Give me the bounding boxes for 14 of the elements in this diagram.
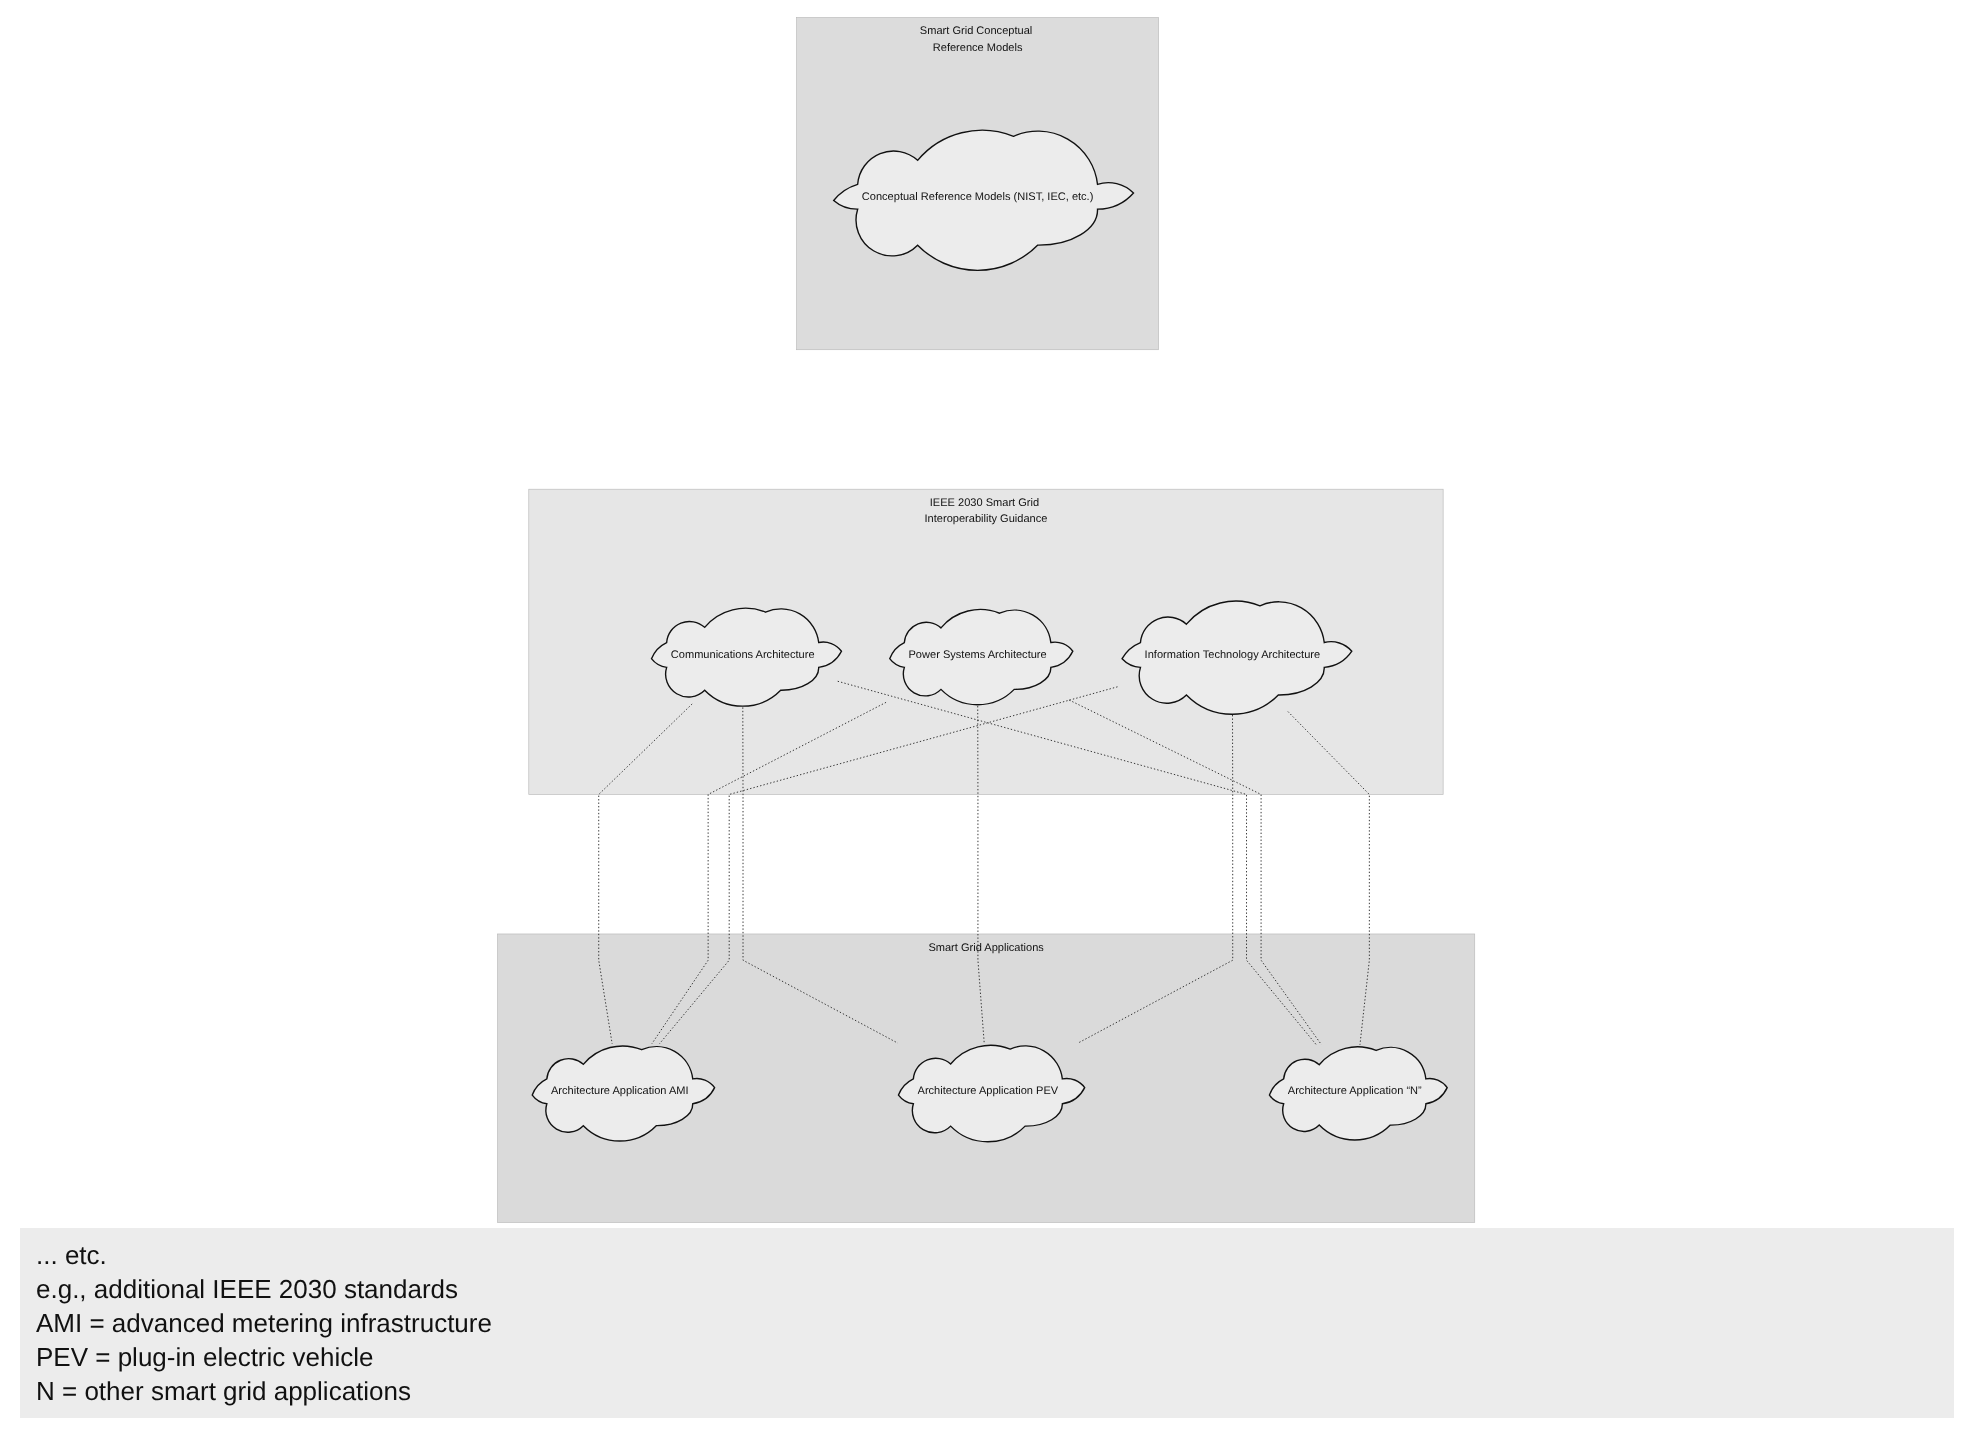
note-text: N = other smart grid applications — [36, 1376, 414, 1406]
note-text: PEV = plug-in electric vehicle — [36, 1342, 376, 1372]
connector — [652, 701, 888, 1045]
connector — [978, 702, 986, 1044]
connector — [743, 703, 900, 1044]
connector — [1078, 711, 1235, 1044]
connector — [838, 680, 1318, 1046]
connector — [1069, 699, 1323, 1046]
note-text: ... etc. — [36, 1240, 109, 1270]
connector — [659, 686, 1119, 1045]
note-text: AMI = advanced metering infrastructure — [36, 1308, 494, 1338]
connector — [1288, 711, 1371, 1046]
note-text: e.g., additional IEEE 2030 standards — [36, 1274, 461, 1304]
connector — [599, 703, 694, 1045]
